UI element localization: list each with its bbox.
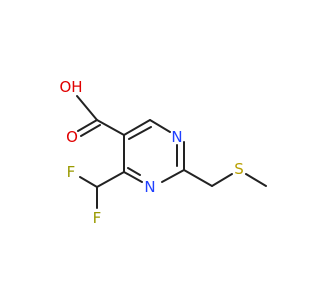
bond-chf2-f1 <box>79 176 98 188</box>
bond-ch2-s <box>211 173 233 187</box>
bond-c6-n1 <box>149 119 171 133</box>
bond-c2-ch2 <box>183 169 213 187</box>
bond-c-o-double-b <box>80 124 101 137</box>
bond-n3-c4-b <box>127 167 141 176</box>
bond-c-o-double-a <box>77 119 98 132</box>
molecule-structure: OH O N N F F S <box>59 78 267 227</box>
atom-label-f1: F <box>67 163 76 181</box>
bond-s-ch3 <box>245 173 267 187</box>
atom-label-n1: N <box>171 128 182 146</box>
atom-label-f2: F <box>93 209 102 227</box>
atom-label-sulfur: S <box>234 160 244 178</box>
bond-c4-chf2 <box>96 171 125 188</box>
atom-label-carbonyl-oxygen: O <box>66 128 78 146</box>
bond-c5-c6-b <box>128 126 152 140</box>
atom-label-n3: N <box>144 178 155 196</box>
bonds <box>76 95 267 209</box>
atom-labels: OH O N N F F S <box>59 78 243 227</box>
bond-c-c5 <box>96 119 125 136</box>
bond-c5-c6-a <box>123 119 151 136</box>
bond-c-oh <box>76 95 98 121</box>
atom-label-hydroxyl: OH <box>59 78 82 96</box>
bond-c2-n3 <box>161 169 185 183</box>
bond-n3-c4-a <box>123 171 143 183</box>
